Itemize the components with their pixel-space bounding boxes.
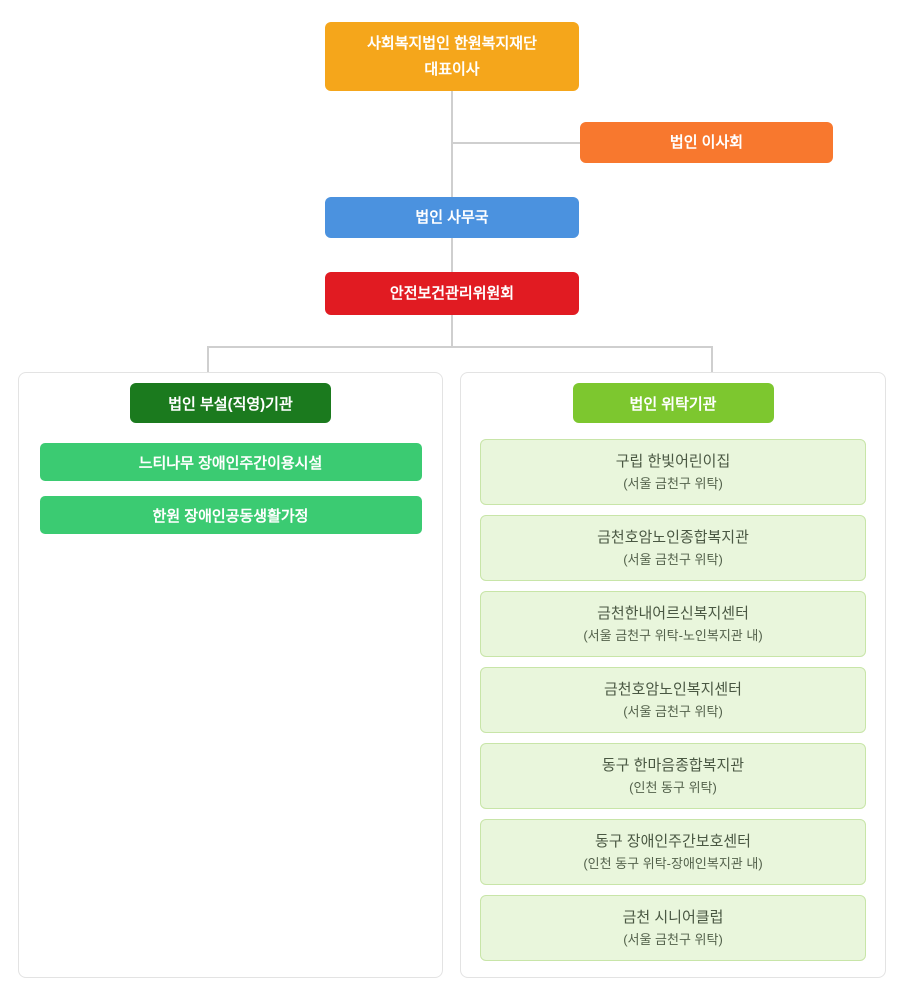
connector-root-to-office: [451, 91, 453, 197]
trust-item: 구립 한빛어린이집 (서울 금천구 위탁): [480, 439, 866, 505]
trust-item-name: 구립 한빛어린이집: [615, 453, 731, 470]
trust-item-name: 금천호암노인복지센터: [603, 681, 742, 698]
trust-item-note: (서울 금천구 위탁): [623, 475, 723, 491]
connector-branch-horizontal: [207, 346, 713, 348]
trust-item-name: 동구 장애인주간보호센터: [595, 833, 751, 850]
trust-item-name: 동구 한마음종합복지관: [601, 757, 745, 774]
connector-branch-left: [207, 346, 209, 372]
trust-panel-header: 법인 위탁기관: [572, 383, 774, 423]
connector-safety-down: [451, 315, 453, 348]
chairman-line1: 사회복지법인 한원복지재단: [367, 35, 537, 52]
connector-office-to-safety: [451, 238, 453, 272]
trust-item-note: (서울 금천구 위탁): [623, 551, 723, 567]
node-chairman: 사회복지법인 한원복지재단 대표이사: [325, 22, 579, 91]
trust-item: 동구 장애인주간보호센터 (인천 동구 위탁-장애인복지관 내): [480, 819, 866, 885]
trust-item-name: 금천호암노인종합복지관: [597, 529, 749, 546]
trust-item-note: (인천 동구 위탁): [629, 779, 717, 795]
node-board: 법인 이사회: [580, 122, 833, 163]
trust-item: 금천한내어르신복지센터 (서울 금천구 위탁-노인복지관 내): [480, 591, 866, 657]
node-safety-committee: 안전보건관리위원회: [325, 272, 579, 315]
direct-item: 느티나무 장애인주간이용시설: [39, 443, 422, 481]
panel-entrusted-institutions: 법인 위탁기관 구립 한빛어린이집 (서울 금천구 위탁) 금천호암노인종합복지…: [460, 372, 886, 978]
trust-item: 금천 시니어클럽 (서울 금천구 위탁): [480, 895, 866, 961]
trust-item-note: (서울 금천구 위탁): [623, 703, 723, 719]
trust-item: 금천호암노인복지센터 (서울 금천구 위탁): [480, 667, 866, 733]
trust-item-name: 금천한내어르신복지센터: [597, 605, 749, 622]
chairman-line2: 대표이사: [424, 60, 480, 78]
trust-item-note: (서울 금천구 위탁): [623, 931, 723, 947]
panel-direct-institutions: 법인 부설(직영)기관 느티나무 장애인주간이용시설 한원 장애인공동생활가정: [18, 372, 443, 978]
trust-item-note: (인천 동구 위탁-장애인복지관 내): [583, 855, 763, 871]
trust-item-name: 금천 시니어클럽: [622, 909, 724, 926]
direct-item: 한원 장애인공동생활가정: [39, 496, 422, 534]
node-office: 법인 사무국: [325, 197, 579, 238]
trust-item-note: (서울 금천구 위탁-노인복지관 내): [583, 627, 763, 643]
connector-branch-right: [711, 346, 713, 372]
trust-item: 동구 한마음종합복지관 (인천 동구 위탁): [480, 743, 866, 809]
direct-panel-header: 법인 부설(직영)기관: [130, 383, 331, 423]
trust-item: 금천호암노인종합복지관 (서울 금천구 위탁): [480, 515, 866, 581]
connector-to-board: [452, 142, 581, 144]
